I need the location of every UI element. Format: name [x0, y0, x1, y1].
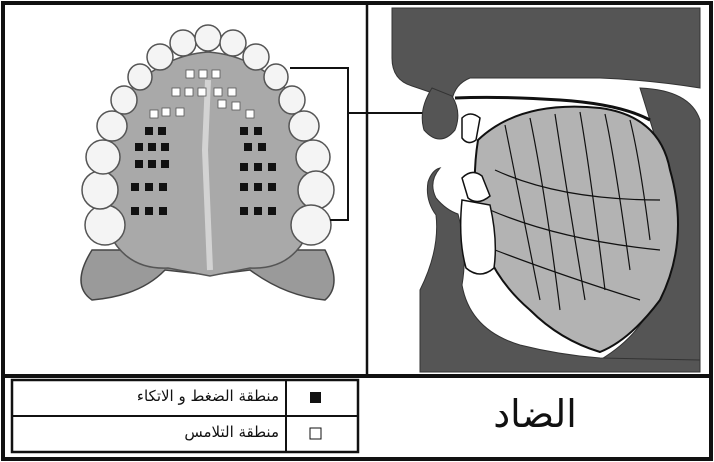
- pressure-marker: [145, 183, 153, 191]
- pressure-marker: [131, 183, 139, 191]
- contact-marker: [212, 70, 220, 78]
- tooth: [289, 111, 319, 141]
- contact-marker: [186, 70, 194, 78]
- tooth: [264, 64, 288, 90]
- pressure-marker: [240, 163, 248, 171]
- tooth: [279, 86, 305, 114]
- pressure-marker: [258, 143, 266, 151]
- contact-marker: [185, 88, 193, 96]
- tooth: [86, 140, 120, 174]
- tooth: [220, 30, 246, 56]
- pressure-marker: [254, 163, 262, 171]
- tooth: [195, 25, 221, 51]
- contact-marker: [232, 102, 240, 110]
- pressure-marker: [159, 207, 167, 215]
- letter-name: الضاد: [430, 392, 640, 436]
- tooth: [296, 140, 330, 174]
- pressure-marker: [161, 160, 169, 168]
- pressure-marker: [148, 160, 156, 168]
- pressure-marker: [254, 183, 262, 191]
- legend-pressure-swatch: [310, 392, 321, 403]
- pressure-marker: [240, 127, 248, 135]
- pressure-marker: [240, 207, 248, 215]
- tooth: [298, 171, 334, 209]
- pressure-marker: [268, 207, 276, 215]
- contact-marker: [198, 88, 206, 96]
- tooth: [147, 44, 173, 70]
- tooth: [111, 86, 137, 114]
- contact-marker: [176, 108, 184, 116]
- contact-marker: [228, 88, 236, 96]
- pressure-marker: [254, 207, 262, 215]
- tooth: [128, 64, 152, 90]
- legend-contact-swatch: [310, 428, 321, 439]
- contact-marker: [214, 88, 222, 96]
- pressure-marker: [135, 160, 143, 168]
- contact-marker: [218, 100, 226, 108]
- mandible-interior: [461, 200, 496, 274]
- tooth: [85, 205, 125, 245]
- tooth: [243, 44, 269, 70]
- contact-marker: [150, 110, 158, 118]
- tooth: [82, 171, 118, 209]
- contact-marker: [199, 70, 207, 78]
- pressure-marker: [158, 127, 166, 135]
- pressure-marker: [254, 127, 262, 135]
- contact-marker: [162, 108, 170, 116]
- pressure-marker: [244, 143, 252, 151]
- pressure-marker: [131, 207, 139, 215]
- pressure-marker: [159, 183, 167, 191]
- contact-marker: [172, 88, 180, 96]
- pressure-marker: [148, 143, 156, 151]
- legend-contact-label: منطقة التلامس: [24, 423, 279, 441]
- tooth: [291, 205, 331, 245]
- pressure-marker: [145, 207, 153, 215]
- pressure-marker: [240, 183, 248, 191]
- pressure-marker: [268, 183, 276, 191]
- tooth: [97, 111, 127, 141]
- tooth: [170, 30, 196, 56]
- legend-pressure-label: منطقة الضغط و الاتكاء: [24, 387, 279, 405]
- pressure-marker: [135, 143, 143, 151]
- contact-marker: [246, 110, 254, 118]
- pressure-marker: [268, 163, 276, 171]
- pressure-marker: [145, 127, 153, 135]
- pressure-marker: [161, 143, 169, 151]
